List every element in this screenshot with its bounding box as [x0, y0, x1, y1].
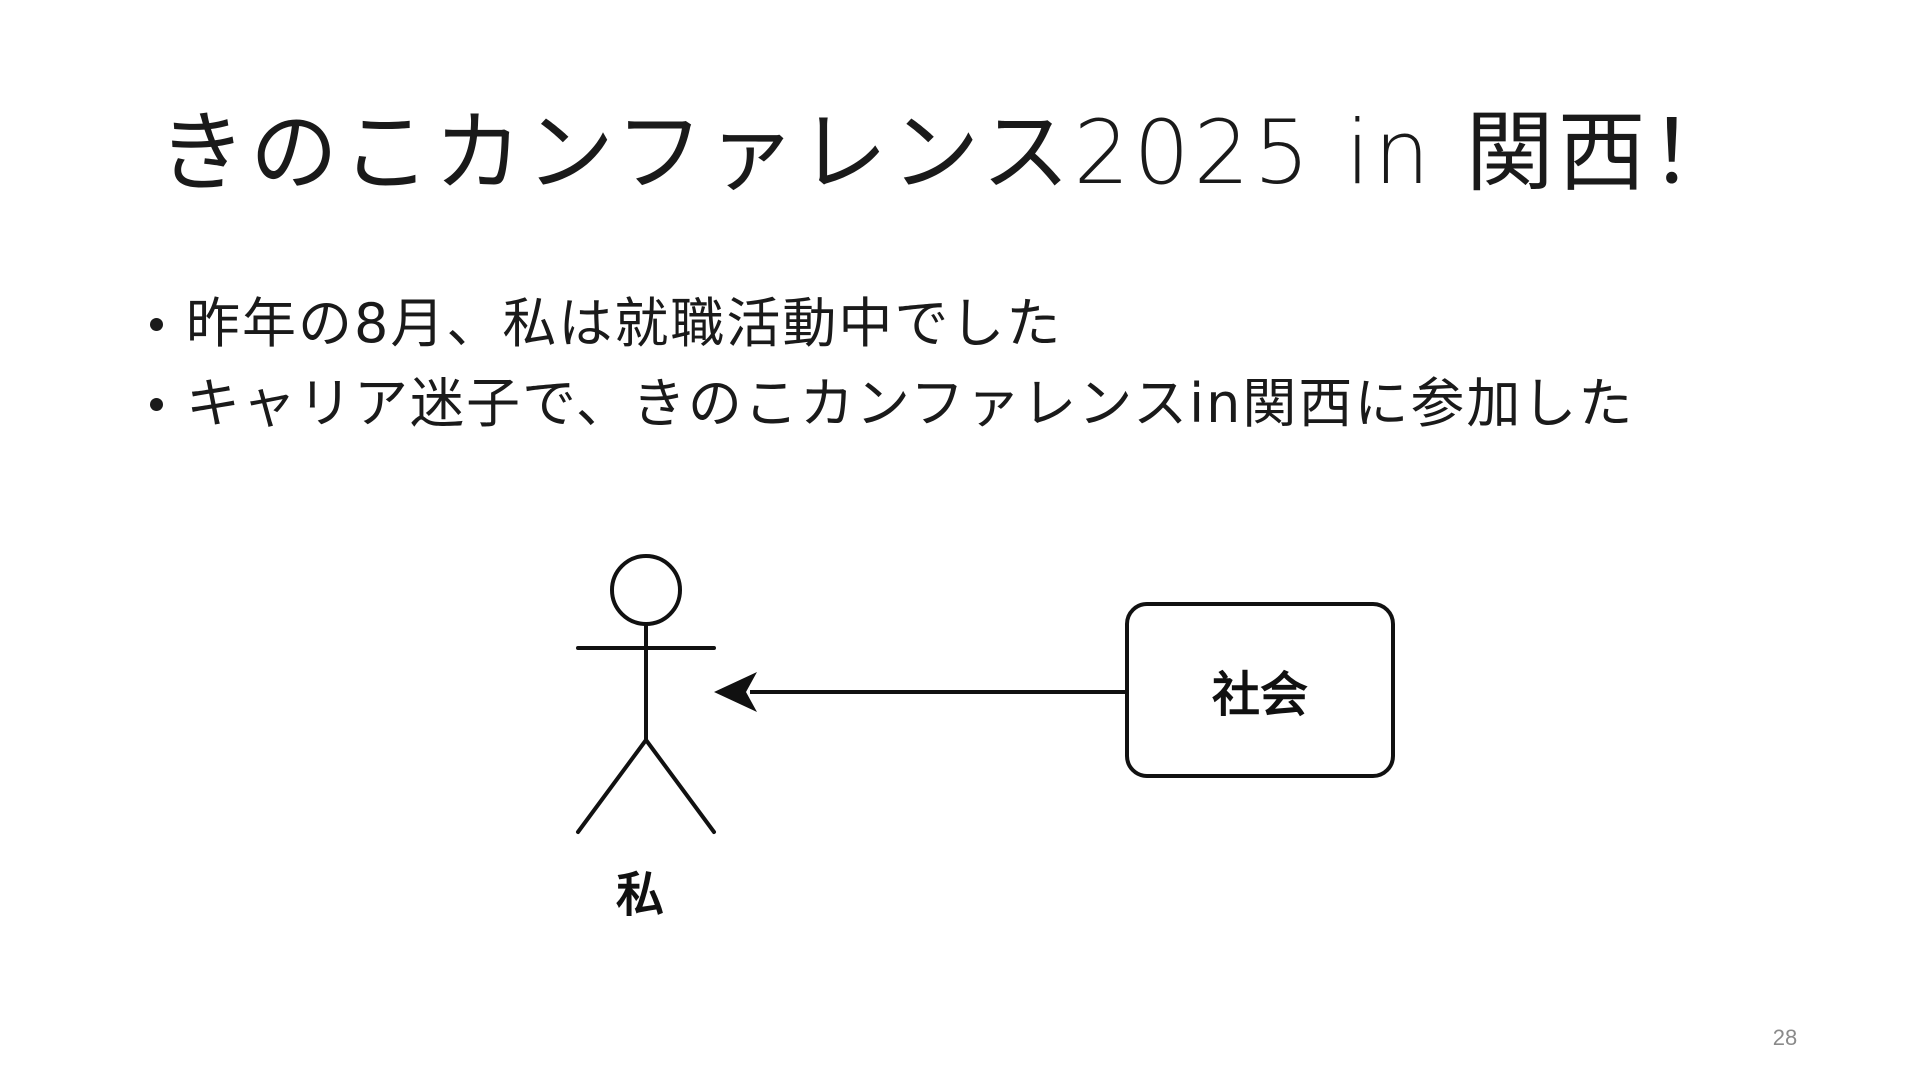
bullet-dot-icon: [150, 398, 163, 411]
bullet-text: 昨年の8月、私は就職活動中でした: [186, 292, 1063, 355]
diagram-canvas: [576, 554, 1125, 834]
stick-figure-left-leg: [576, 738, 648, 834]
stick-figure-head: [610, 554, 682, 626]
relationship-diagram: 私 社会: [560, 550, 1420, 930]
bullet-list: 昨年の8月、私は就職活動中でした キャリア迷子で、きのこカンファレンスin関西に…: [148, 284, 1634, 444]
stick-figure-icon: [576, 554, 716, 834]
stick-figure-right-leg: [644, 738, 716, 834]
bullet-text: キャリア迷子で、きのこカンファレンスin関西に参加した: [186, 372, 1635, 435]
slide-title: きのこカンファレンス2025 in 関西！: [158, 101, 1742, 204]
page-number: 28: [1772, 1025, 1798, 1050]
arrow-head: [714, 672, 757, 712]
society-box-label: 社会: [1211, 667, 1308, 723]
society-box: 社会: [1125, 602, 1395, 778]
bullet-dot-icon: [150, 318, 163, 331]
bullet-item: キャリア迷子で、きのこカンファレンスin関西に参加した: [148, 364, 1634, 444]
actor-label: 私: [615, 867, 664, 923]
arrow-icon: [714, 672, 1125, 712]
bullet-item: 昨年の8月、私は就職活動中でした: [148, 284, 1634, 364]
